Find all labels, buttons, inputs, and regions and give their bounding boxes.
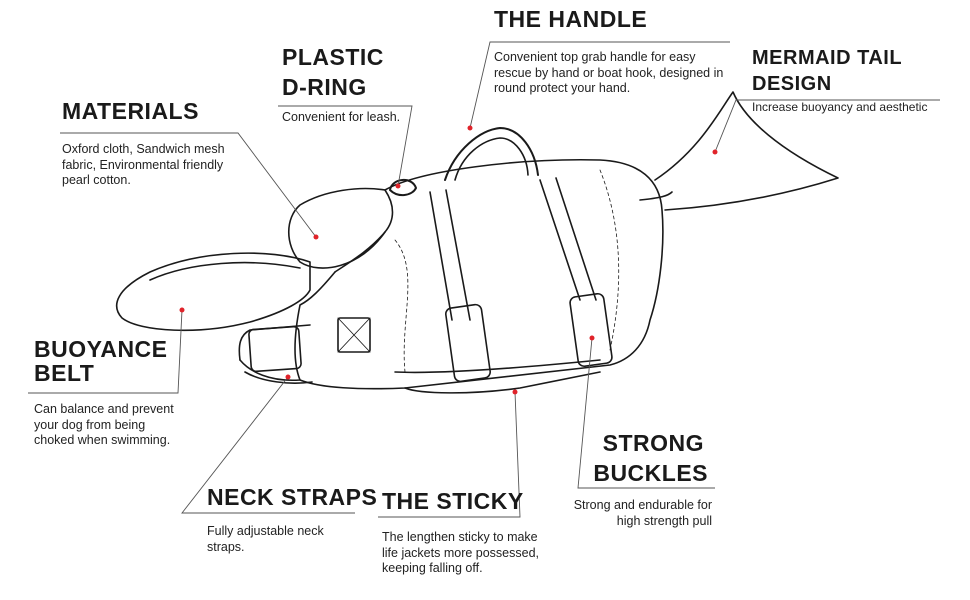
chest-panel-shape — [239, 271, 336, 382]
marker-dring — [395, 183, 401, 189]
leader-tail — [714, 99, 940, 153]
handle-shape — [444, 127, 539, 181]
marker-handle — [467, 125, 473, 131]
handle-title: THE HANDLE — [494, 6, 648, 32]
dring-title-line1: PLASTIC — [282, 44, 384, 70]
neck-title: NECK STRAPS — [207, 484, 378, 510]
leader-neck — [181, 376, 355, 514]
handle-desc: Convenient top grab handle for easy resc… — [494, 50, 724, 96]
leader-materials — [60, 132, 317, 238]
top-flap-shape — [288, 187, 386, 269]
sticky-desc: The lengthen sticky to make life jackets… — [382, 530, 540, 576]
marker-dots — [179, 125, 718, 395]
dring-title-line2: D-RING — [282, 74, 367, 100]
tail-desc: Increase buoyancy and aesthetic — [752, 100, 928, 114]
velcro-patch-shape — [337, 317, 371, 353]
marker-buckles — [589, 335, 595, 341]
d-ring-shape — [389, 179, 417, 196]
buckles-title-line1: STRONG — [602, 430, 704, 456]
buoyancy-belt-shape — [116, 252, 311, 332]
leader-handle — [469, 41, 730, 129]
leader-sticky — [378, 391, 521, 518]
tail-title-line2: DESIGN — [752, 73, 832, 95]
buoyance-title-line2: BELT — [34, 360, 95, 386]
sticky-title: THE STICKY — [382, 488, 524, 514]
tail-fin-shape — [654, 91, 839, 211]
buckle-neck-shape — [248, 325, 302, 373]
leader-dring — [278, 105, 413, 187]
leader-buckles — [577, 337, 715, 489]
jacket-body-shape — [299, 158, 664, 390]
leader-buoyance — [28, 309, 183, 394]
dring-desc: Convenient for leash. — [282, 110, 401, 124]
marker-buoyance — [179, 307, 185, 313]
leader-lines — [28, 41, 940, 518]
buckle-left-shape — [445, 303, 491, 383]
marker-materials — [313, 234, 319, 240]
materials-desc: Oxford cloth, Sandwich mesh fabric, Envi… — [62, 142, 225, 188]
marker-sticky — [512, 389, 518, 395]
materials-title: MATERIALS — [62, 98, 199, 124]
buckles-desc: Strong and endurable for high strength p… — [573, 498, 712, 528]
buoyance-title-line1: BUOYANCE — [34, 336, 168, 362]
buckles-title-line2: BUCKLES — [593, 460, 708, 486]
buoyance-desc: Can balance and prevent your dog from be… — [34, 402, 174, 448]
marker-neck — [285, 374, 291, 380]
buckle-right-shape — [569, 292, 613, 368]
tail-title-line1: MERMAID TAIL — [752, 47, 903, 69]
neck-desc: Fully adjustable neck straps. — [207, 524, 324, 554]
marker-tail — [712, 149, 718, 155]
